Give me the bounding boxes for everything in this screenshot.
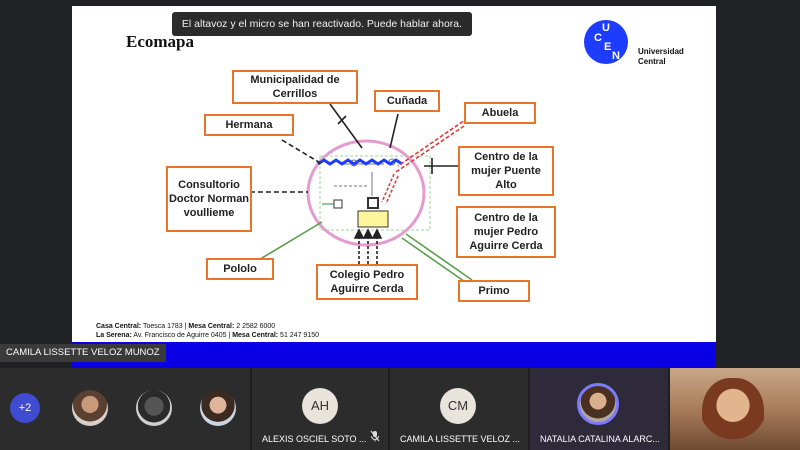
- genogram: [319, 155, 431, 231]
- participant-video-tile[interactable]: [670, 368, 800, 450]
- node-pololo: Pololo: [206, 258, 274, 280]
- node-consultorio: Consultorio Doctor Norman voullieme: [166, 166, 252, 232]
- participant-name: CAMILA LISSETTE VELOZ ...: [400, 434, 521, 444]
- node-hermana: Hermana: [204, 114, 294, 136]
- participant-avatar-1[interactable]: [72, 390, 108, 426]
- footer-label-mesa-central-2: Mesa Central:: [232, 332, 279, 339]
- node-centro-pedro-aguirre: Centro de la mujer Pedro Aguirre Cerda: [456, 206, 556, 258]
- node-abuela: Abuela: [464, 102, 536, 124]
- footer-phone-2: 51 247 9150: [278, 332, 319, 339]
- participant-name: NATALIA CATALINA ALARC...: [540, 434, 660, 444]
- presentation-slide: Ecomapa U C E N Universidad Central: [72, 6, 716, 368]
- footer-text-casa-central: Toesca 1783 |: [141, 323, 189, 330]
- mic-off-icon: [370, 430, 380, 442]
- logo-letter-c: C: [594, 32, 602, 44]
- participant-tile-camila[interactable]: CM CAMILA LISSETTE VELOZ ...: [390, 368, 528, 450]
- logo-letter-e: E: [604, 41, 612, 53]
- participant-initials-avatar: AH: [302, 388, 338, 424]
- footer-label-casa-central: Casa Central:: [96, 323, 142, 330]
- footer-label-la-serena: La Serena:: [96, 332, 132, 339]
- colegio-arrows: [353, 228, 383, 264]
- logo-text-line1: Universidad: [638, 47, 684, 56]
- footer-text-la-serena: Av. Francisco de Aguirre 0405 |: [131, 332, 233, 339]
- shared-screen: Ecomapa U C E N Universidad Central: [0, 6, 716, 368]
- family-ring: [306, 139, 426, 247]
- logo-letter-u: U: [602, 22, 610, 34]
- node-primo: Primo: [458, 280, 530, 302]
- participant-avatar-2[interactable]: [136, 390, 172, 426]
- ecomap-diagram: [250, 103, 473, 285]
- footer-label-mesa-central-1: Mesa Central:: [188, 323, 235, 330]
- node-centro-puente-alto: Centro de la mujer Puente Alto: [458, 146, 554, 196]
- participant-tile-alexis[interactable]: AH ALEXIS OSCIEL SOTO ...: [252, 368, 388, 450]
- participant-group-tile[interactable]: +2: [0, 368, 250, 450]
- participant-initials-avatar: CM: [440, 388, 476, 424]
- ecomap-connections: [250, 103, 473, 285]
- more-participants-badge[interactable]: +2: [10, 393, 40, 423]
- participant-video-face: [702, 378, 764, 450]
- footer-phone-1: 2 2582 6000: [234, 323, 276, 330]
- logo-text: Universidad Central: [638, 47, 684, 67]
- logo-letter-n: N: [612, 50, 620, 62]
- slide-footer: Casa Central: Toesca 1783 | Mesa Central…: [96, 322, 319, 340]
- participant-avatar-3[interactable]: [200, 390, 236, 426]
- participant-strip: +2 AH ALEXIS OSCIEL SOTO ... CM CAMILA L…: [0, 368, 800, 450]
- presenter-name-tag: CAMILA LISSETTE VELOZ MUNOZ: [0, 344, 166, 362]
- slide-blue-bar: [72, 342, 716, 368]
- participant-tile-natalia[interactable]: NATALIA CATALINA ALARC...: [530, 368, 668, 450]
- slide-title: Ecomapa: [126, 32, 194, 51]
- node-colegio: Colegio Pedro Aguirre Cerda: [316, 264, 418, 300]
- participant-name: ALEXIS OSCIEL SOTO ...: [262, 434, 367, 444]
- participant-avatar-speaking: [577, 383, 619, 425]
- node-cunada: Cuñada: [374, 90, 440, 112]
- ucen-logo: U C E N: [584, 20, 628, 64]
- audio-toast: El altavoz y el micro se han reactivado.…: [172, 12, 472, 36]
- conflict-line: [317, 158, 403, 166]
- node-municipalidad: Municipalidad de Cerrillos: [232, 70, 358, 104]
- logo-text-line2: Central: [638, 57, 666, 66]
